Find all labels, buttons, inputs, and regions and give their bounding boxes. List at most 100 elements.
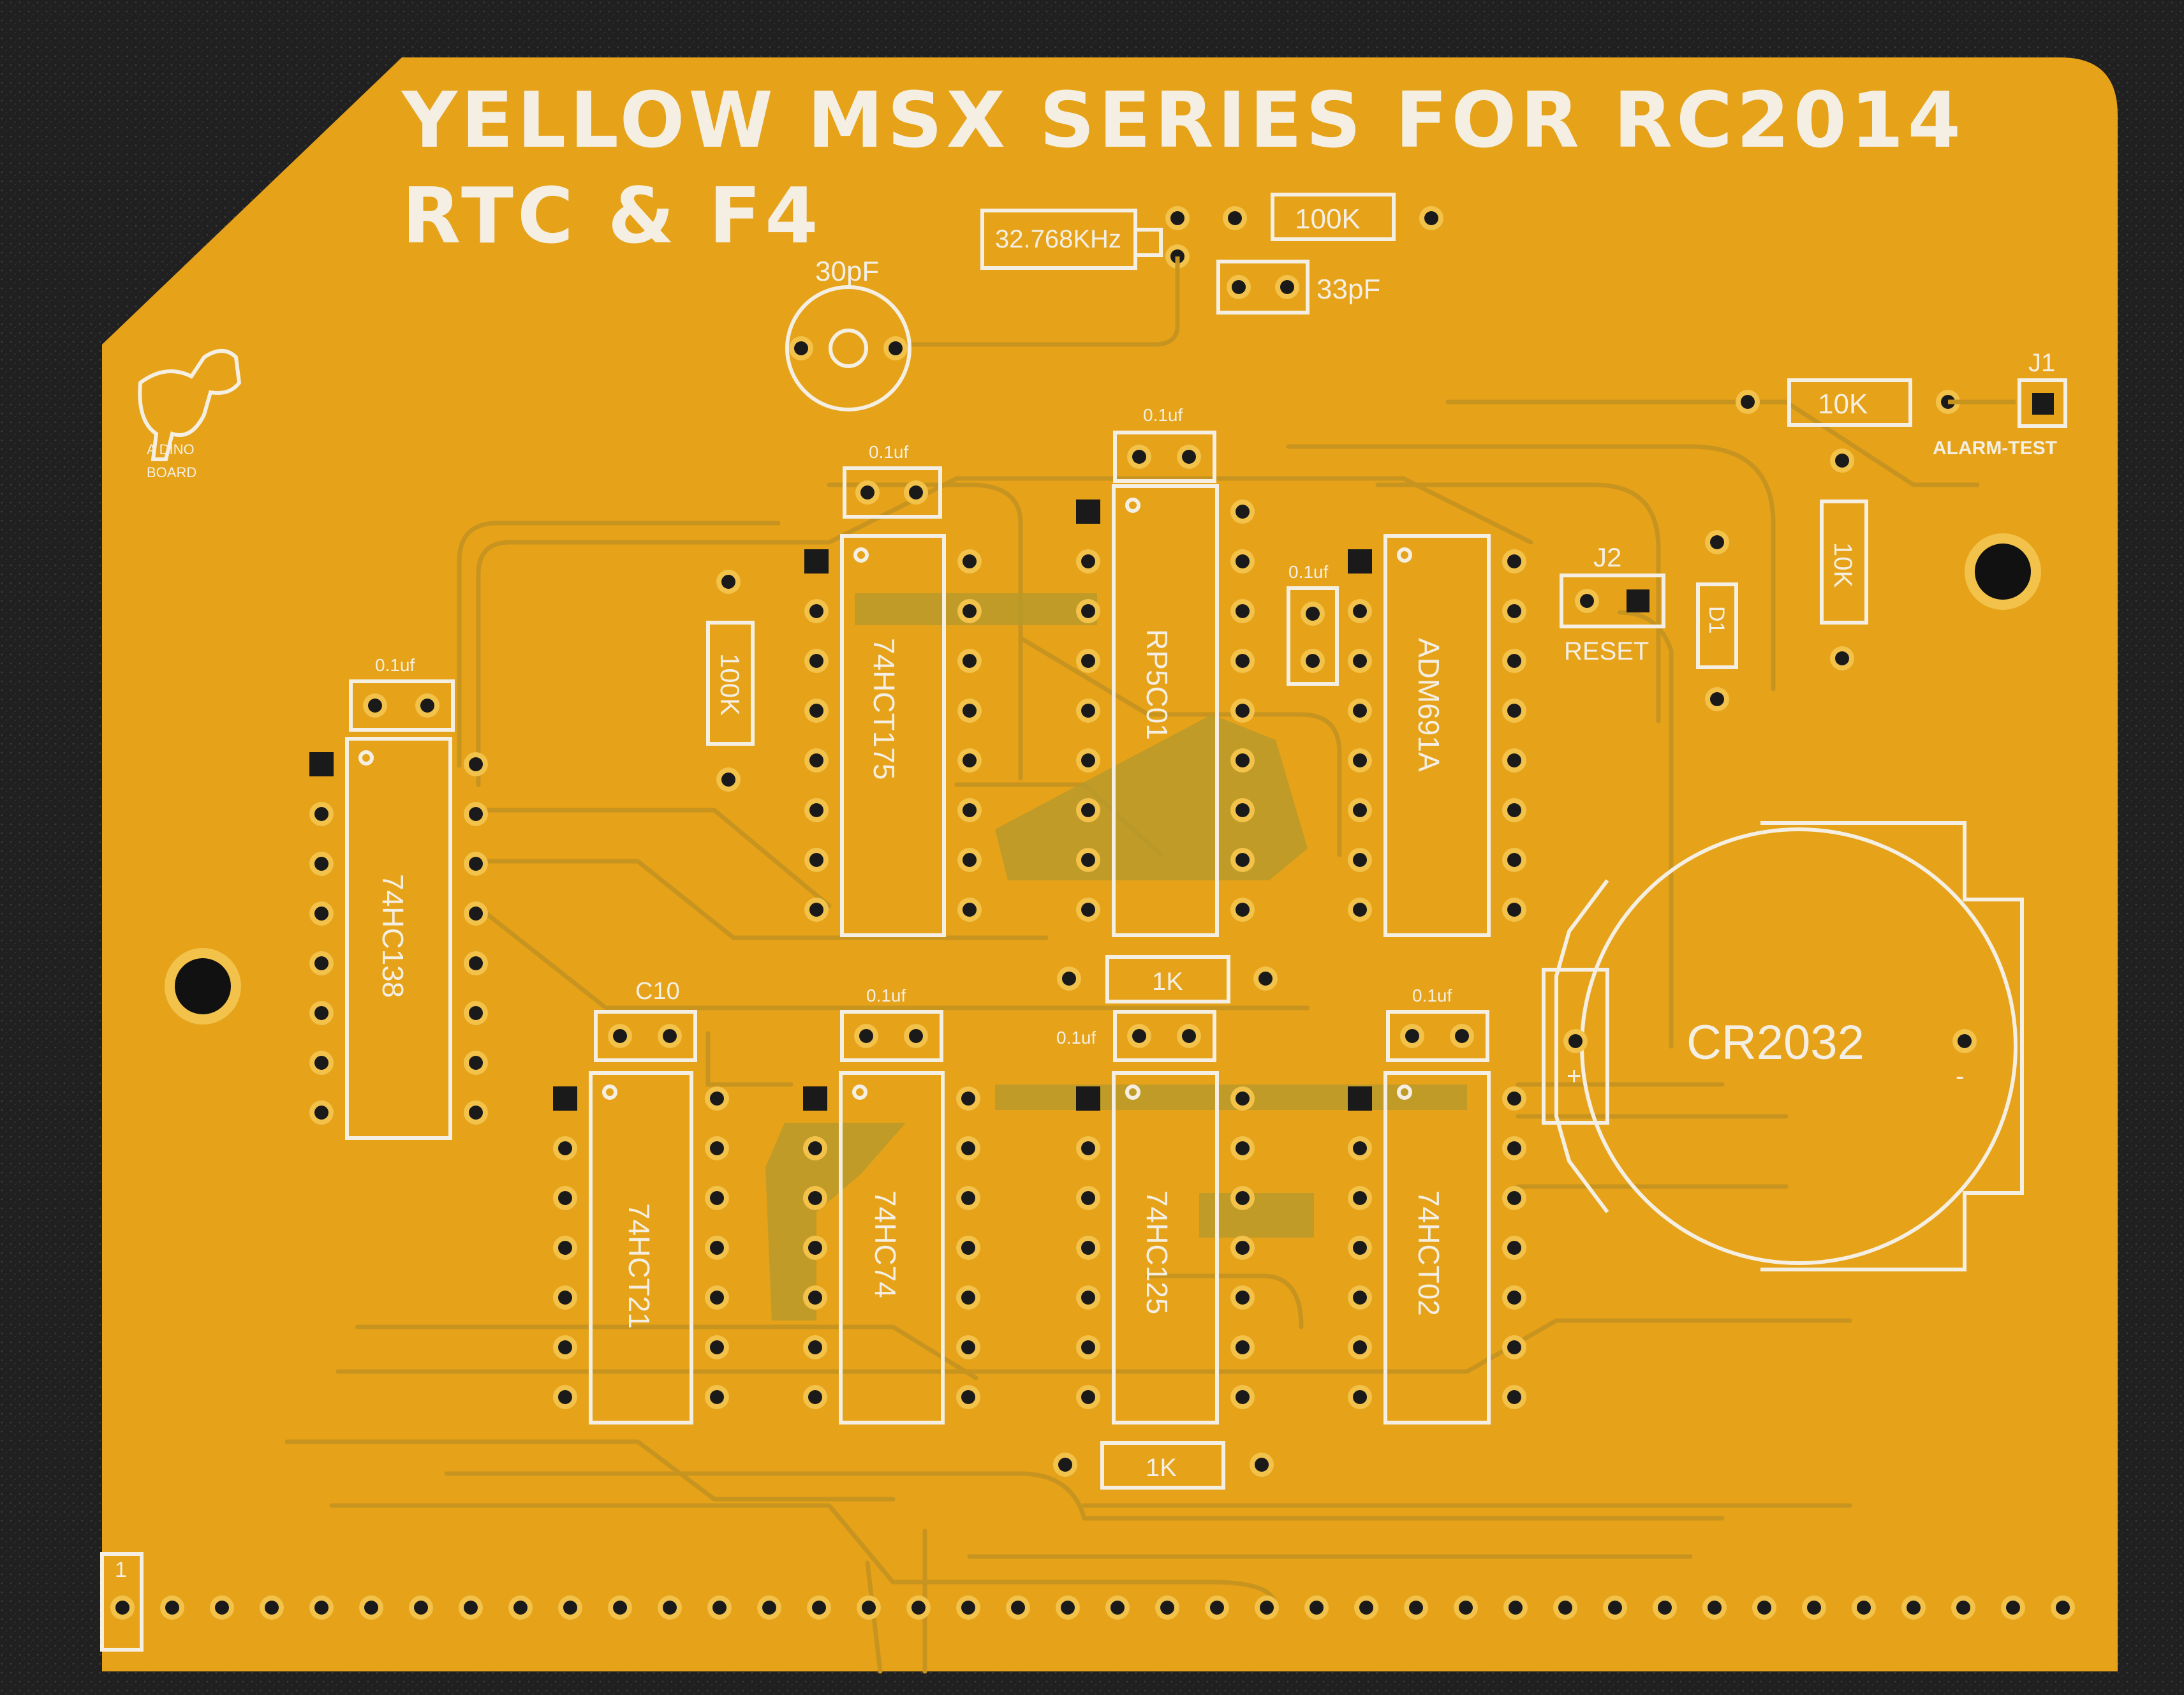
pad [956, 1595, 980, 1620]
pad-square [1076, 1086, 1100, 1111]
battery-label: CR2032 [1686, 1016, 1864, 1070]
pad [1230, 748, 1255, 773]
pad [1404, 1595, 1428, 1620]
pad [553, 1186, 577, 1210]
pad [1354, 1595, 1378, 1620]
pad [1230, 1285, 1255, 1310]
cap-30pf-outline [785, 285, 911, 411]
decap-label: 0.1uf [1412, 986, 1452, 1005]
pad [956, 1186, 980, 1210]
pad [956, 1285, 980, 1310]
decap-74hct175 [843, 466, 942, 519]
pad [309, 852, 334, 876]
pad [1901, 1595, 1926, 1620]
pad [803, 1285, 827, 1310]
pad [803, 1236, 827, 1260]
ic-adm691a-label: ADM691A [1412, 638, 1445, 772]
ic-rp5c01 [1076, 484, 1255, 937]
pad [2001, 1595, 2025, 1620]
pad [1076, 848, 1100, 872]
pad [957, 599, 982, 623]
resistor-1k-mid [1105, 955, 1230, 1003]
ic-74hct21-label: 74HCT21 [623, 1203, 656, 1329]
pad [309, 802, 334, 826]
pad [1502, 1236, 1526, 1260]
pad [956, 1335, 980, 1359]
pad [705, 1186, 729, 1210]
pad [464, 1100, 488, 1125]
cap-30pf-label: 30pF [815, 256, 879, 287]
pad [260, 1595, 284, 1620]
pad [1454, 1595, 1478, 1620]
decap-label: 0.1uf [1056, 1028, 1096, 1047]
reset-label: RESET [1564, 637, 1649, 665]
pad [409, 1595, 433, 1620]
pad [464, 901, 488, 926]
pad [2051, 1595, 2075, 1620]
resistor-1k-bottom-label: 1K [1146, 1454, 1177, 1482]
pad [1076, 798, 1100, 822]
pad [1076, 1335, 1100, 1359]
pad [160, 1595, 184, 1620]
pad [705, 1236, 729, 1260]
pad [309, 1051, 334, 1075]
pad-square [1076, 500, 1100, 524]
decap-vertical-outline [1287, 586, 1339, 686]
pad [1230, 500, 1255, 524]
pad [1076, 649, 1100, 673]
cap-33pf-outline [1216, 260, 1310, 315]
pad [1076, 1385, 1100, 1409]
pad [1502, 699, 1526, 723]
ic-74hct21 [553, 1071, 729, 1425]
cap-33pf-label: 33pF [1317, 274, 1380, 305]
pad [1348, 1236, 1372, 1260]
pad [956, 1136, 980, 1160]
pad [957, 699, 982, 723]
battery-minus-label: - [1956, 1062, 1964, 1090]
pad [1502, 1086, 1526, 1111]
pad [1230, 549, 1255, 574]
pad [1155, 1595, 1179, 1620]
decap-label: 0.1uf [869, 442, 908, 462]
pad [1502, 848, 1526, 872]
pad [956, 1385, 980, 1409]
pad [553, 1385, 577, 1409]
ic-74hc74-label: 74HC74 [869, 1190, 902, 1298]
pad [210, 1595, 234, 1620]
pad [464, 1001, 488, 1025]
pad [1230, 599, 1255, 623]
pad [608, 1595, 632, 1620]
resistor-1k-bottom [1100, 1441, 1225, 1490]
pad [1230, 649, 1255, 673]
pad [1852, 1595, 1876, 1620]
pad [1056, 1595, 1080, 1620]
pad [464, 1051, 488, 1075]
pad [705, 1086, 729, 1111]
pad [1503, 1595, 1528, 1620]
ic-74hc138 [309, 737, 488, 1140]
pad [957, 848, 982, 872]
pad [1230, 1136, 1255, 1160]
pad [1205, 1595, 1229, 1620]
pad [1348, 1136, 1372, 1160]
pad [807, 1595, 831, 1620]
ic-74hct175-label: 74HCT175 [867, 638, 901, 780]
pad [705, 1335, 729, 1359]
pad [1304, 1595, 1329, 1620]
pad [1951, 1595, 1975, 1620]
pad [1348, 898, 1372, 922]
pad [803, 1186, 827, 1210]
pad [1348, 1385, 1372, 1409]
pad [1230, 898, 1255, 922]
pad [1230, 1086, 1255, 1111]
pad [707, 1595, 732, 1620]
pad [1076, 599, 1100, 623]
pad [705, 1385, 729, 1409]
copper-traces [284, 399, 1980, 1674]
crystal-label: 32.768KHz [995, 225, 1121, 253]
pad [464, 802, 488, 826]
pad [957, 549, 982, 574]
dino-logo-icon [138, 349, 242, 461]
pin1-marker [100, 1552, 144, 1652]
pad [1502, 1285, 1526, 1310]
